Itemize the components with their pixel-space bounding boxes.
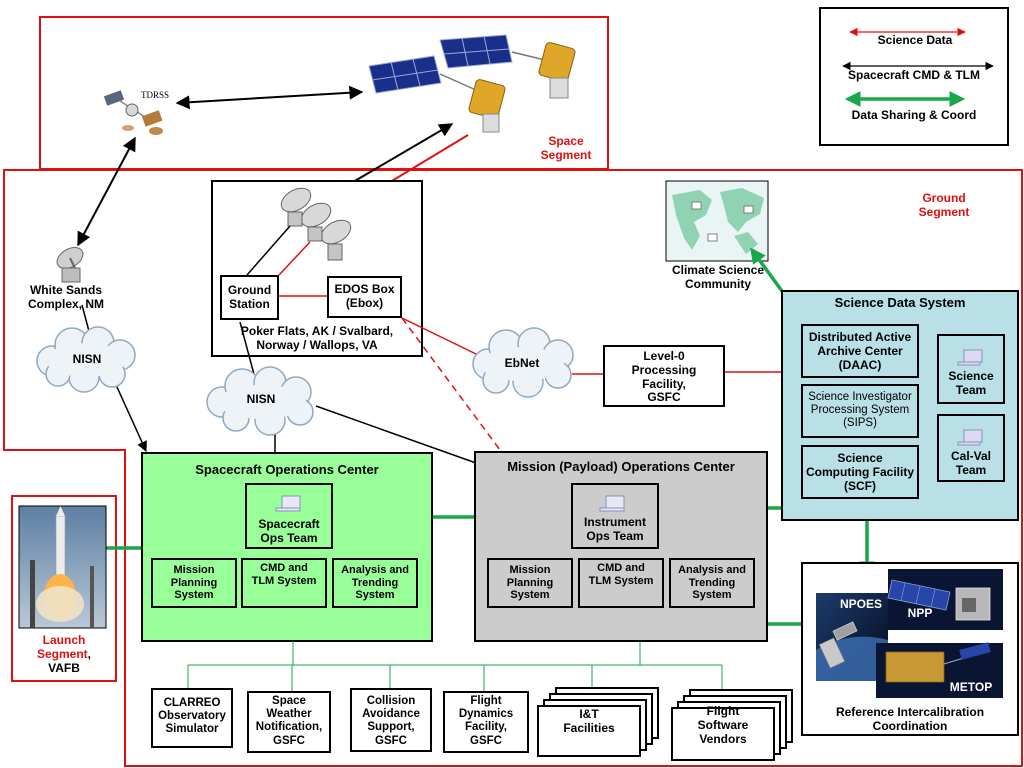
nisn-left-label: NISN	[72, 352, 102, 366]
npp-image	[887, 569, 1003, 630]
soc-title: Spacecraft Operations Center	[195, 462, 379, 477]
spacecraft-ops-team-computer-icon	[275, 495, 301, 512]
bottom-connector-tree	[187, 641, 723, 692]
white-sands-dish-icon	[56, 247, 84, 283]
ground-station-site-frame	[211, 180, 423, 357]
edos-box: EDOS Box(Ebox)	[327, 276, 402, 318]
it-facilities-stack	[537, 687, 659, 757]
tdrss-satellite-link	[175, 85, 364, 110]
legend-data-sharing-label: Data Sharing & Coord	[851, 108, 977, 122]
launch-segment-label: Launch Segment, VAFB	[36, 633, 92, 675]
tdrss-label: TDRSS	[140, 90, 169, 100]
nisn-moc-link	[315, 405, 477, 464]
metop-label: METOP	[949, 680, 993, 694]
tdrss-satellite-icon	[103, 90, 163, 135]
tdrss-whitesands-link	[77, 136, 136, 247]
calval-team-computer-icon	[957, 429, 983, 446]
ground-segment-frame	[3, 169, 1023, 767]
moc-title: Mission (Payload) Operations Center	[507, 459, 735, 474]
edos-ebnet-link	[401, 317, 477, 355]
ground-station-sites-caption: Poker Flats, AK / Svalbard,Norway / Wall…	[240, 324, 394, 352]
ebnet-label: EbNet	[504, 356, 540, 370]
npoes-label: NPOES	[839, 597, 882, 611]
npp-label: NPP	[907, 606, 933, 620]
science-team-computer-icon	[957, 349, 983, 366]
nisn-mid-label: NISN	[246, 392, 276, 406]
nisn-mid-cloud	[206, 366, 314, 436]
instrument-ops-team-computer-icon	[599, 495, 625, 512]
nisn-left-cloud	[36, 326, 136, 393]
dish-groundstation-link	[246, 225, 291, 276]
legend-cmd-tlm-label: Spacecraft CMD & TLM	[847, 68, 981, 82]
ebnet-cloud	[472, 327, 574, 398]
science-data-system-title: Science Data System	[834, 295, 966, 310]
observatory-satellite-icon-lower	[368, 55, 506, 133]
flight-software-vendors-stack	[671, 689, 793, 761]
metop-image	[876, 642, 1003, 698]
legend-science-data-label: Science Data	[877, 33, 953, 47]
ground-station-dishes-icon	[280, 187, 352, 261]
observatory-satellite-icon-upper	[439, 34, 576, 99]
npoes-image	[816, 593, 888, 681]
edos-moc-dashed-link	[401, 317, 501, 451]
groundstation-nisn-link	[239, 321, 256, 379]
nisn-soc-arrow	[111, 375, 147, 452]
dish-edos-link	[278, 241, 311, 276]
climate-world-map-icon	[665, 180, 769, 262]
space-segment-frame	[39, 16, 609, 170]
launch-segment-frame	[11, 495, 117, 682]
launch-rocket-photo	[18, 505, 107, 629]
